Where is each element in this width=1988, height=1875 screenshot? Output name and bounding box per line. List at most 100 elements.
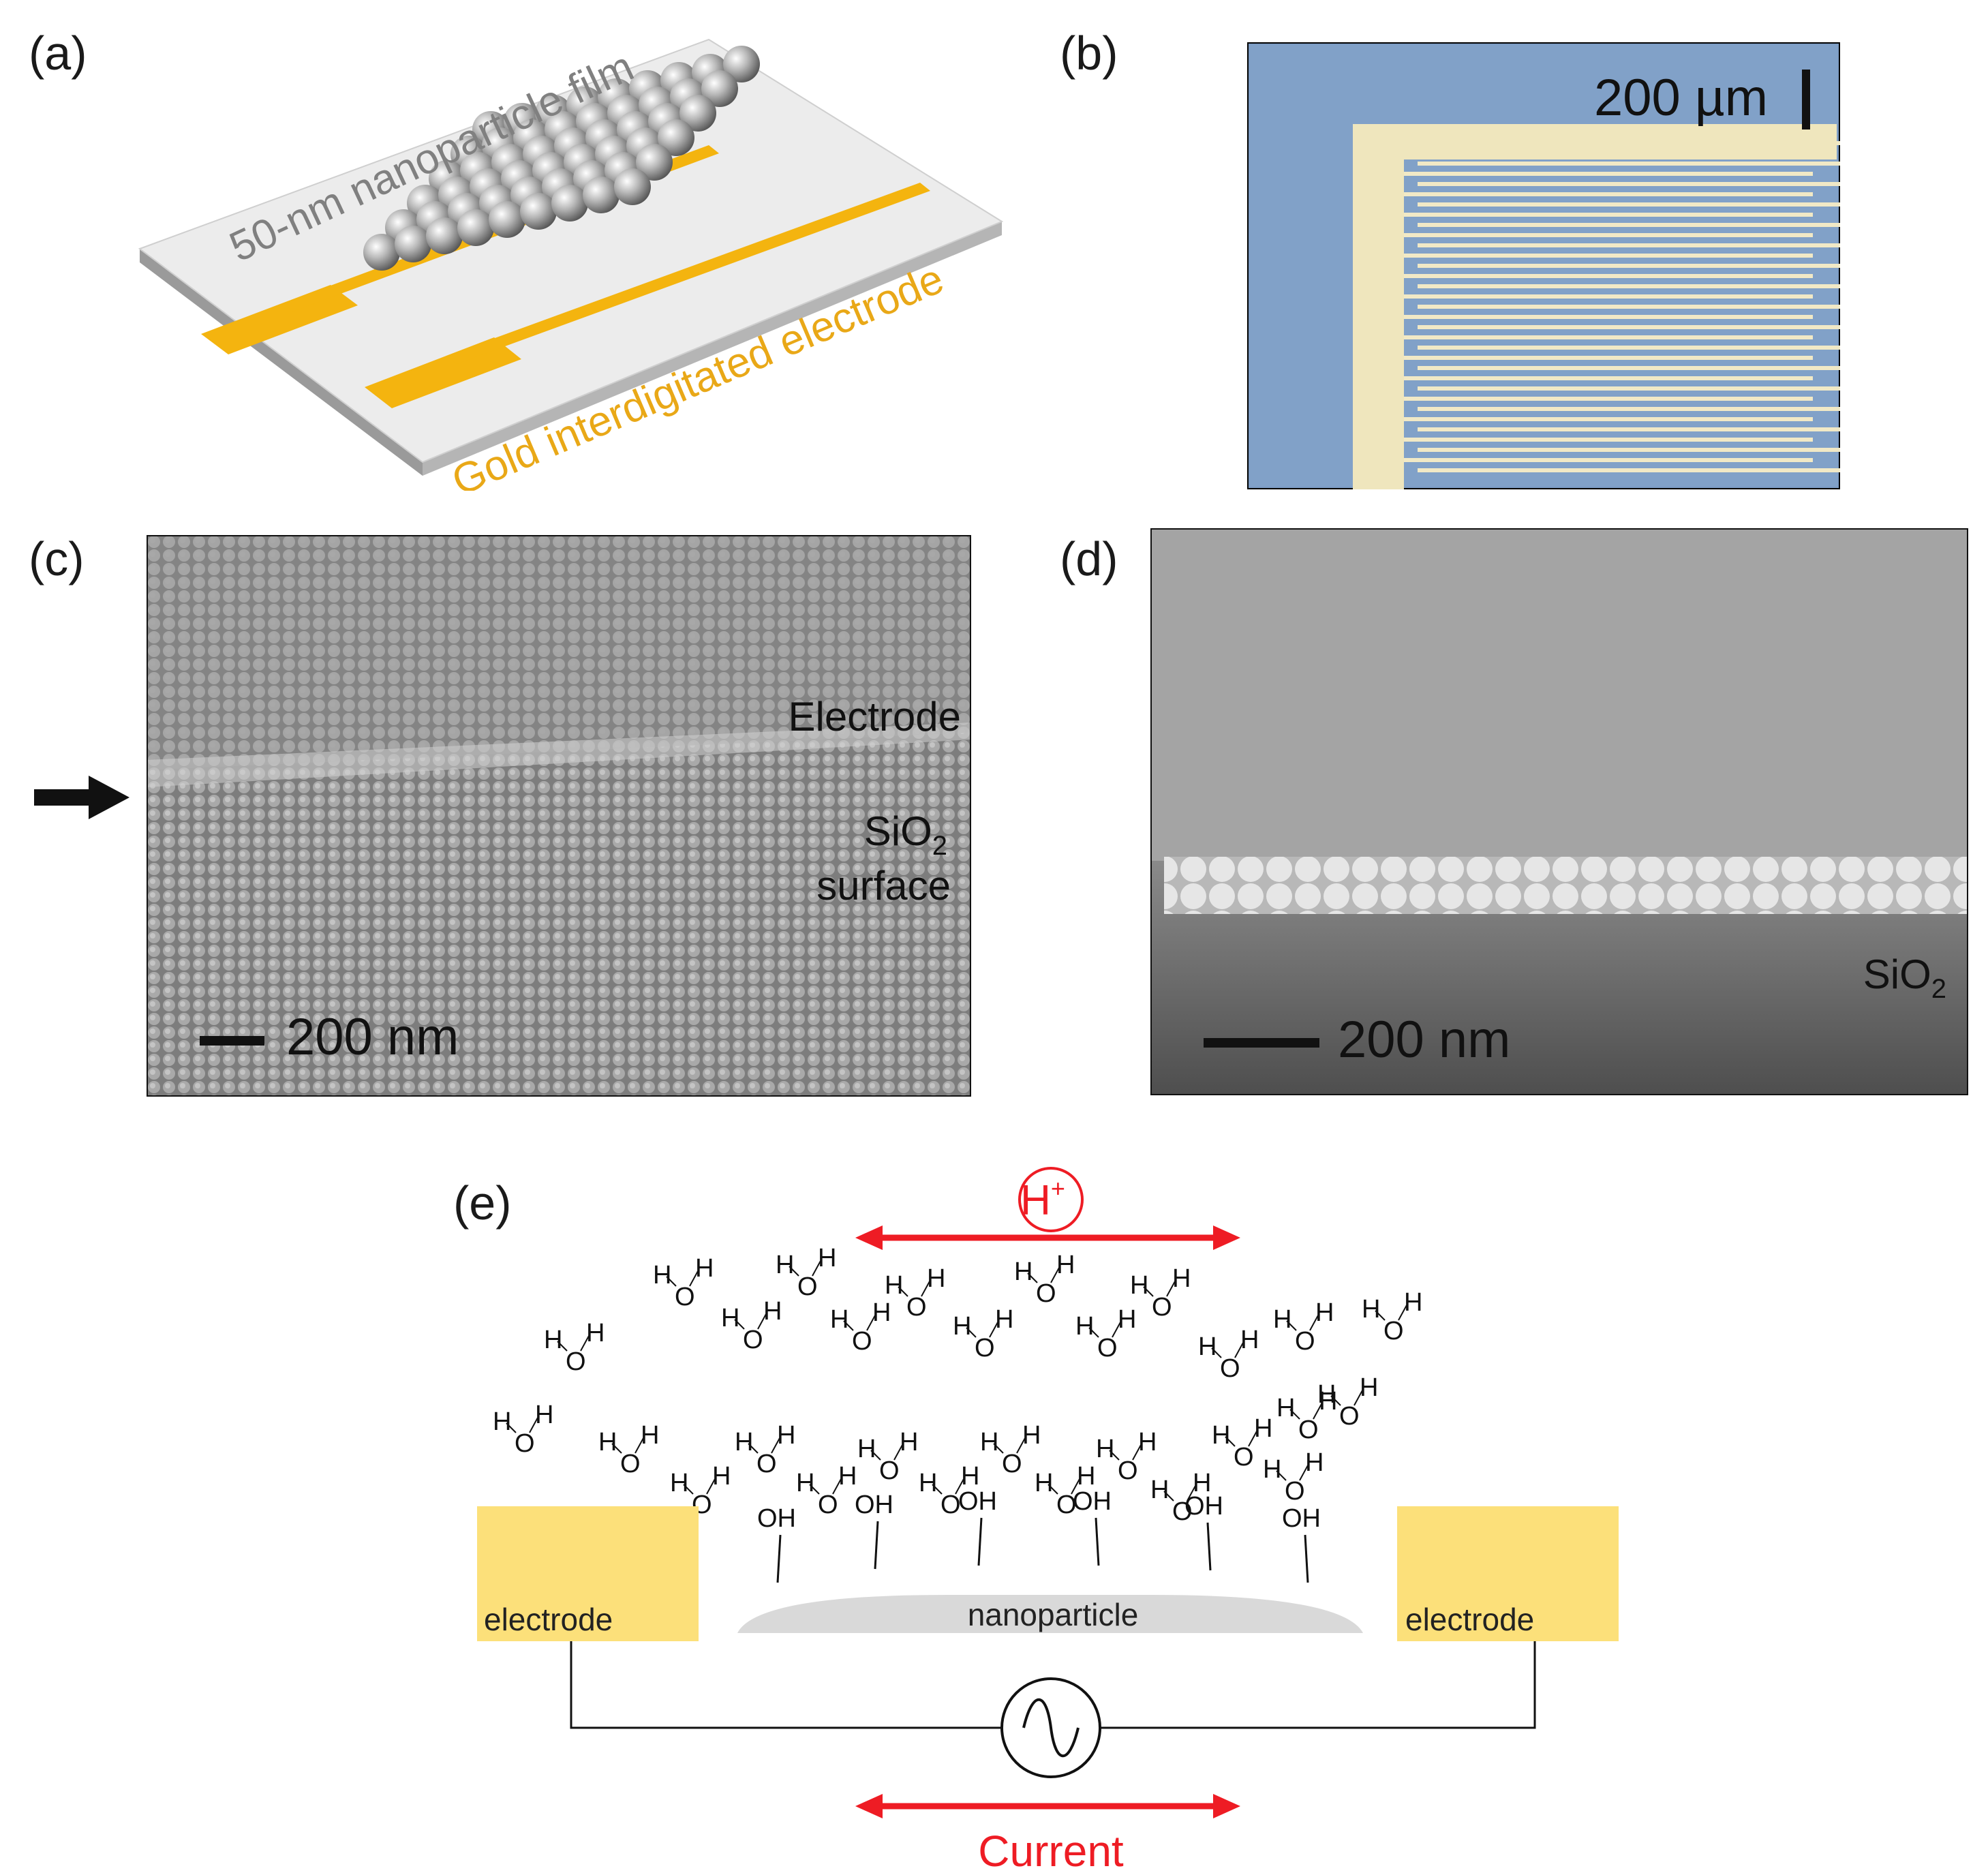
hydrogen-atom: H bbox=[1240, 1326, 1259, 1354]
nanoparticle-sphere bbox=[658, 119, 694, 156]
nanoparticle-sphere bbox=[583, 177, 620, 213]
hydrogen-atom: H bbox=[830, 1305, 848, 1334]
nanoparticle-sphere bbox=[679, 95, 716, 132]
electrode-fingers bbox=[1353, 124, 1840, 472]
top-pad bbox=[1353, 124, 1837, 159]
electrode-finger bbox=[1418, 202, 1840, 207]
nanoparticle-sphere bbox=[614, 168, 651, 205]
hydrogen-atom: H bbox=[857, 1435, 876, 1463]
electrode-right-label: electrode bbox=[1405, 1602, 1534, 1637]
oxygen-atom: O bbox=[1295, 1327, 1315, 1356]
hydrogen-atom: H bbox=[598, 1428, 617, 1457]
hydrogen-atom: H bbox=[961, 1462, 979, 1491]
hydrogen-atom: H bbox=[1014, 1257, 1033, 1286]
hydrogen-atom: H bbox=[1263, 1455, 1281, 1484]
electrode-finger bbox=[1418, 223, 1840, 227]
hydrogen-atom: H bbox=[1193, 1469, 1211, 1497]
nanoparticle-sphere bbox=[457, 209, 494, 246]
wire-right bbox=[1100, 1641, 1536, 1729]
nanoparticle-sphere bbox=[551, 185, 588, 222]
scale-label-d: 200 nm bbox=[1338, 1011, 1511, 1069]
oxygen-atom: O bbox=[756, 1450, 777, 1478]
hydrogen-atom: H bbox=[695, 1254, 714, 1283]
oxygen-atom: O bbox=[515, 1429, 535, 1458]
electrode-finger bbox=[1404, 274, 1813, 278]
panel-b-micrograph: 200 µm bbox=[1247, 42, 1840, 489]
oh-bond bbox=[977, 1517, 983, 1566]
hydrogen-atom: H bbox=[1404, 1288, 1422, 1317]
oxygen-atom: O bbox=[1002, 1450, 1022, 1478]
scale-label-b: 200 µm bbox=[1594, 69, 1768, 127]
electrode-finger bbox=[1404, 233, 1813, 237]
oxygen-atom: O bbox=[1097, 1334, 1118, 1362]
electrode-finger bbox=[1404, 315, 1813, 319]
electrode-finger bbox=[1404, 172, 1813, 176]
oxygen-atom: O bbox=[1298, 1416, 1319, 1444]
oxygen-atom: O bbox=[1152, 1293, 1172, 1322]
hydrogen-atom: H bbox=[995, 1305, 1013, 1334]
sio2-label-d: SiO2 bbox=[1863, 951, 1946, 1004]
scale-bar-d bbox=[1204, 1038, 1319, 1048]
electrode-finger bbox=[1418, 243, 1840, 247]
nanoparticle-sphere bbox=[395, 226, 431, 262]
hydrogen-atom: H bbox=[1319, 1387, 1337, 1416]
hydrogen-atom: H bbox=[763, 1297, 782, 1326]
electrode-finger bbox=[1404, 438, 1813, 442]
oh-label: OH bbox=[1073, 1487, 1112, 1516]
hydrogen-atom: H bbox=[1138, 1428, 1157, 1457]
panel-d-sem: SiO2 200 nm bbox=[1150, 528, 1968, 1095]
oxygen-atom: O bbox=[1234, 1443, 1254, 1472]
panel-label-d: (d) bbox=[1060, 532, 1118, 585]
oh-label: OH bbox=[855, 1491, 893, 1519]
hydrogen-atom: H bbox=[1075, 1312, 1094, 1341]
hydrogen-atom: H bbox=[776, 1251, 794, 1279]
oxygen-atom: O bbox=[852, 1327, 872, 1356]
electrode-finger bbox=[1418, 427, 1840, 431]
electrode-left bbox=[477, 1506, 699, 1641]
oxygen-atom: O bbox=[941, 1491, 961, 1519]
surface-text: surface bbox=[816, 863, 951, 909]
hydrogen-atom: H bbox=[919, 1469, 937, 1497]
wire-left bbox=[570, 1641, 1002, 1729]
hydrogen-atom: H bbox=[796, 1469, 814, 1497]
oxygen-atom: O bbox=[1118, 1457, 1138, 1485]
electrode-finger bbox=[1404, 294, 1813, 299]
nanoparticle-sphere bbox=[636, 144, 673, 181]
panel-label-b: (b) bbox=[1060, 27, 1118, 80]
panel-a-schematic: 50-nm nanoparticle film Gold interdigita… bbox=[138, 38, 1004, 491]
oh-label: OH bbox=[1184, 1492, 1223, 1521]
panel-label-c: (c) bbox=[29, 532, 85, 585]
hydrogen-atom: H bbox=[493, 1407, 511, 1436]
nanoparticle-spheres bbox=[363, 46, 760, 271]
scale-bar-b bbox=[1802, 70, 1810, 129]
hydrogen-atom: H bbox=[900, 1428, 918, 1457]
hydrogen-atom: H bbox=[818, 1244, 836, 1272]
electrode-right bbox=[1397, 1506, 1619, 1641]
hydrogen-atom: H bbox=[1273, 1305, 1291, 1334]
electrode-finger bbox=[1418, 162, 1840, 166]
electrode-text: Electrode bbox=[789, 694, 961, 740]
hydrogen-atom: H bbox=[1360, 1373, 1378, 1402]
nanoparticle-sphere bbox=[426, 217, 463, 254]
proton-label: H+ bbox=[1020, 1174, 1065, 1224]
oxygen-atom: O bbox=[620, 1450, 641, 1478]
oh-bond bbox=[1095, 1517, 1100, 1566]
sine-icon bbox=[1022, 1698, 1080, 1758]
nanoparticle-sphere bbox=[489, 201, 525, 238]
sio2-label-c: SiO2 bbox=[864, 808, 947, 861]
oh-bond bbox=[874, 1521, 879, 1570]
arrow-icon bbox=[34, 776, 129, 819]
oh-label: OH bbox=[1282, 1504, 1321, 1533]
bus-bar bbox=[1353, 157, 1404, 489]
electrode-finger bbox=[1418, 407, 1840, 411]
hydrogen-atom: H bbox=[927, 1264, 945, 1293]
electrode-finger bbox=[1418, 284, 1840, 288]
proton-circle bbox=[1018, 1167, 1084, 1232]
hydrogen-atom: H bbox=[721, 1304, 739, 1332]
hydrogen-atom: H bbox=[777, 1421, 795, 1450]
electrode-finger bbox=[1418, 305, 1840, 309]
oxygen-atom: O bbox=[1056, 1491, 1077, 1519]
hydrogen-atom: H bbox=[953, 1312, 971, 1341]
substrate-side bbox=[140, 249, 423, 476]
electrode-finger bbox=[1404, 213, 1813, 217]
